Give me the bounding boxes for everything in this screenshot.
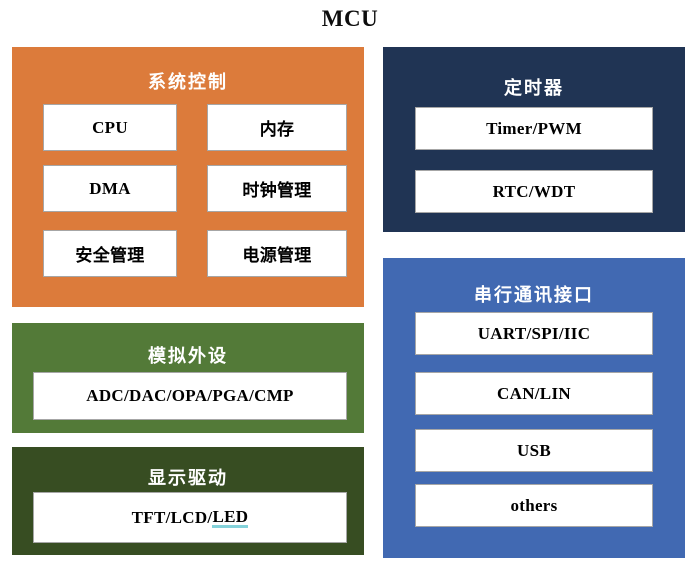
block-header-display-driver: 显示驱动 xyxy=(148,468,228,488)
block-timer: 定时器 Timer/PWM RTC/WDT xyxy=(383,47,685,232)
chip-power-management: 电源管理 xyxy=(207,230,347,277)
chip-timer-pwm: Timer/PWM xyxy=(415,107,653,150)
chip-uart-spi-iic: UART/SPI/IIC xyxy=(415,312,653,355)
block-header-timer: 定时器 xyxy=(504,78,564,98)
chip-memory: 内存 xyxy=(207,104,347,151)
chip-others: others xyxy=(415,484,653,527)
block-header-analog-peripherals: 模拟外设 xyxy=(148,346,228,366)
diagram-title: MCU xyxy=(321,6,379,31)
block-display-driver: 显示驱动 TFT/LCD/LED xyxy=(12,447,364,555)
chip-cpu: CPU xyxy=(43,104,177,151)
block-header-serial-interface: 串行通讯接口 xyxy=(474,285,594,305)
chip-clock-management: 时钟管理 xyxy=(207,165,347,212)
chip-tft-lcd-led: TFT/LCD/LED xyxy=(33,492,347,543)
chip-security-management: 安全管理 xyxy=(43,230,177,277)
chip-adc-dac-opa-pga-cmp: ADC/DAC/OPA/PGA/CMP xyxy=(33,372,347,420)
block-serial-interface: 串行通讯接口 UART/SPI/IIC CAN/LIN USB others xyxy=(383,258,685,558)
block-system-control: 系统控制 CPU 内存 DMA 时钟管理 安全管理 电源管理 xyxy=(12,47,364,307)
chip-tft-lcd-led-prefix: TFT/LCD/ xyxy=(131,507,213,527)
chip-tft-lcd-led-underlined: LED xyxy=(212,506,249,528)
block-header-system-control: 系统控制 xyxy=(148,72,228,92)
chip-rtc-wdt: RTC/WDT xyxy=(415,170,653,213)
chip-can-lin: CAN/LIN xyxy=(415,372,653,415)
chip-dma: DMA xyxy=(43,165,177,212)
chip-usb: USB xyxy=(415,429,653,472)
block-analog-peripherals: 模拟外设 ADC/DAC/OPA/PGA/CMP xyxy=(12,323,364,433)
